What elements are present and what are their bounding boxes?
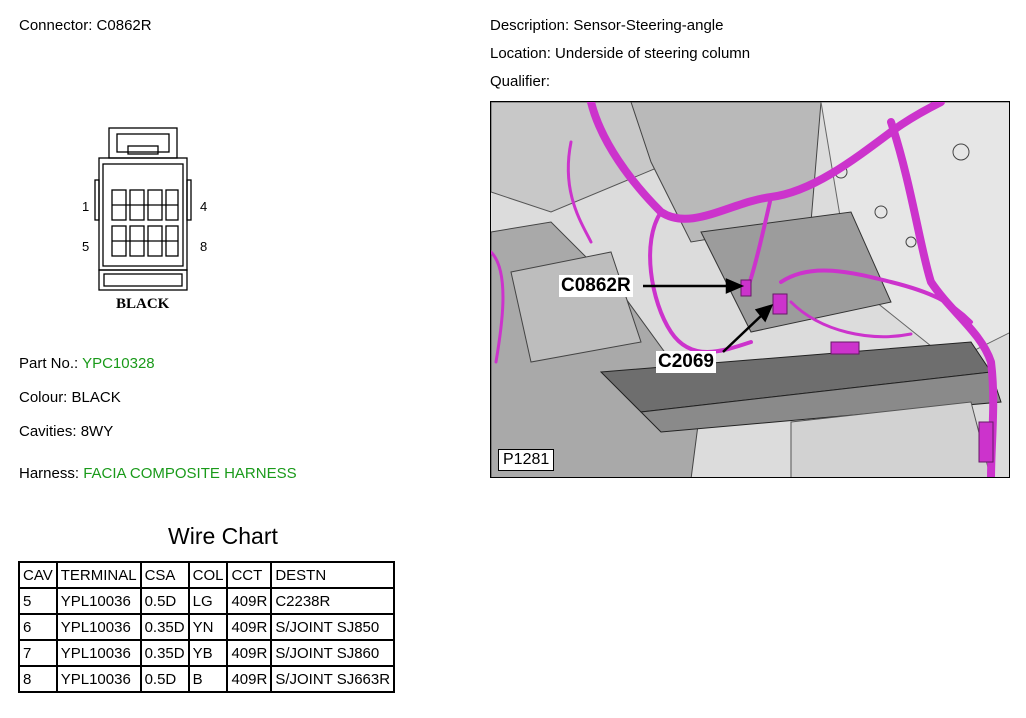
cell-destn: S/JOINT SJ850 — [270, 613, 396, 641]
cell-cct: 409R — [226, 639, 273, 667]
wire-chart-title: Wire Chart — [168, 523, 278, 549]
callout-c2069: C2069 — [656, 351, 716, 373]
cell-col: B — [187, 665, 229, 693]
cell-cct: 409R — [226, 665, 273, 693]
pin-label-4: 4 — [200, 199, 207, 214]
cell-cav: 7 — [18, 639, 58, 667]
harness-link[interactable]: FACIA COMPOSITE HARNESS — [83, 465, 297, 482]
cell-csa: 0.5D — [139, 665, 190, 693]
connector-face-drawing: 1 4 5 8 — [82, 127, 207, 291]
table-row: 5 YPL10036 0.5D LG 409R C2238R — [18, 587, 396, 615]
cavities-value: 8WY — [80, 423, 114, 440]
cell-cav: 5 — [18, 587, 58, 615]
cell-col: LG — [187, 587, 229, 615]
location-value: Underside of steering column — [555, 45, 751, 62]
colour-label: Colour: — [19, 389, 72, 406]
cell-cav: 6 — [18, 613, 58, 641]
pin-label-5: 5 — [82, 239, 89, 254]
part-number-link[interactable]: YPC10328 — [82, 355, 155, 372]
cell-terminal: YPL10036 — [55, 587, 142, 615]
cavities: Cavities: 8WY — [19, 423, 113, 440]
callout-c0862r: C0862R — [559, 275, 633, 297]
description-value: Sensor-Steering-angle — [573, 17, 724, 34]
cell-terminal: YPL10036 — [55, 613, 142, 641]
cell-csa: 0.35D — [139, 639, 190, 667]
qualifier-label: Qualifier: — [490, 73, 551, 90]
cell-col: YN — [187, 613, 229, 641]
part-number: Part No.: YPC10328 — [19, 355, 155, 372]
table-row: 7 YPL10036 0.35D YB 409R S/JOINT SJ860 — [18, 639, 396, 667]
connector-heading: Connector: C0862R — [19, 17, 152, 34]
header-col: COL — [187, 561, 229, 589]
pin-label-8: 8 — [200, 239, 207, 254]
table-header-row: CAV TERMINAL CSA COL CCT DESTN — [18, 561, 396, 589]
cell-destn: S/JOINT SJ663R — [270, 665, 396, 693]
cell-destn: S/JOINT SJ860 — [270, 639, 396, 667]
description-label: Description: — [490, 17, 574, 34]
wire-chart-table: CAV TERMINAL CSA COL CCT DESTN 5 YPL1003… — [18, 561, 396, 693]
cell-csa: 0.5D — [139, 587, 190, 615]
cell-terminal: YPL10036 — [55, 665, 142, 693]
cell-cct: 409R — [226, 587, 273, 615]
colour: Colour: BLACK — [19, 389, 121, 406]
header-terminal: TERMINAL — [55, 561, 142, 589]
header-csa: CSA — [139, 561, 190, 589]
cell-destn: C2238R — [270, 587, 396, 615]
location: Location: Underside of steering column — [490, 45, 750, 62]
cell-col: YB — [187, 639, 229, 667]
harness: Harness: FACIA COMPOSITE HARNESS — [19, 465, 297, 482]
connector-id: C0862R — [96, 17, 152, 34]
connector-color-label: BLACK — [116, 296, 170, 312]
header-cct: CCT — [226, 561, 273, 589]
pin-label-1: 1 — [82, 199, 89, 214]
cell-terminal: YPL10036 — [55, 639, 142, 667]
cell-cav: 8 — [18, 665, 58, 693]
cavities-label: Cavities: — [19, 423, 81, 440]
cell-csa: 0.35D — [139, 613, 190, 641]
header-destn: DESTN — [270, 561, 396, 589]
qualifier: Qualifier: — [490, 73, 550, 90]
header-cav: CAV — [18, 561, 58, 589]
colour-value: BLACK — [71, 389, 121, 406]
table-row: 8 YPL10036 0.5D B 409R S/JOINT SJ663R — [18, 665, 396, 693]
illustration-reference: P1281 — [498, 449, 555, 471]
cell-cct: 409R — [226, 613, 273, 641]
connector-heading-label: Connector: — [19, 17, 97, 34]
location-label: Location: — [490, 45, 556, 62]
harness-label: Harness: — [19, 465, 84, 482]
location-illustration: C0862R C2069 P1281 — [490, 101, 1010, 478]
table-row: 6 YPL10036 0.35D YN 409R S/JOINT SJ850 — [18, 613, 396, 641]
description: Description: Sensor-Steering-angle — [490, 17, 723, 34]
part-number-label: Part No.: — [19, 355, 83, 372]
